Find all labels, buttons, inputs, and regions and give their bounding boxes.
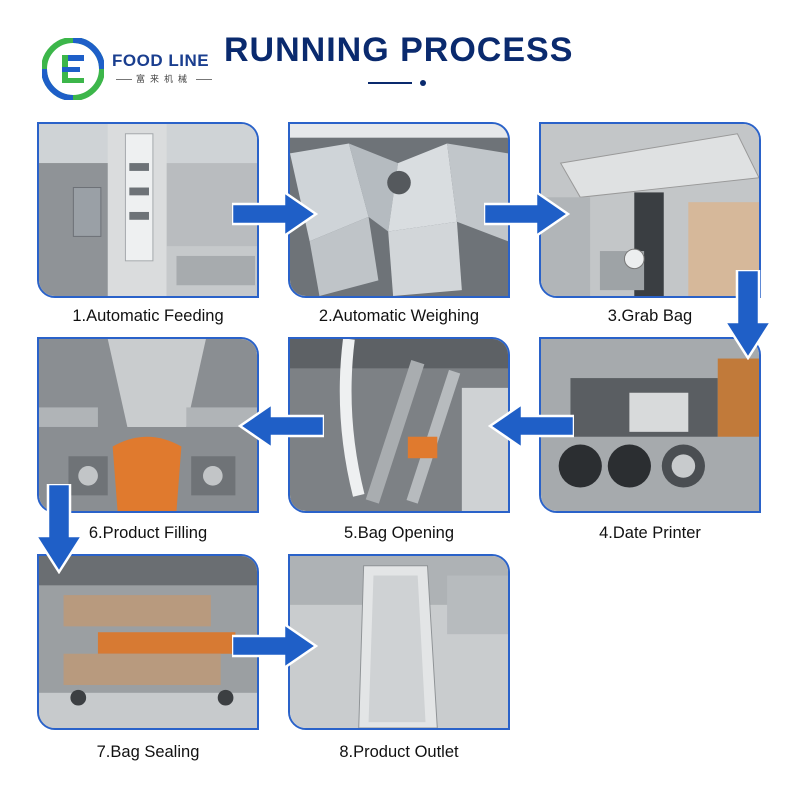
step-2-label: 2.Automatic Weighing [318,307,480,325]
step-7-image [37,554,259,730]
arrow-right-icon [484,190,570,238]
brand-subtitle: 富来机械 [112,74,216,84]
step-6-label: 6.Product Filling [88,524,208,542]
step-1-label: 1.Automatic Feeding [72,307,224,325]
title-underline-decoration [368,80,428,86]
step-6-image [37,337,259,513]
arrow-left-icon [238,402,324,450]
step-2-image [288,122,510,298]
page-title: RUNNING PROCESS [224,31,574,69]
step-7-label: 7.Bag Sealing [96,743,200,761]
step-1-image [37,122,259,298]
arrow-down-icon [34,484,84,574]
step-5-label: 5.Bag Opening [343,524,455,542]
arrow-down-icon [723,270,773,360]
arrow-right-icon [232,190,318,238]
step-3-image [539,122,761,298]
arrow-right-icon [232,622,318,670]
step-5-image [288,337,510,513]
food-line-logo-icon [41,37,105,101]
step-8-image [288,554,510,730]
step-8-label: 8.Product Outlet [339,743,459,761]
step-4-label: 4.Date Printer [599,524,701,542]
brand-name: FOOD LINE [112,51,210,70]
brand: FOOD LINE 富来机械 [112,51,216,85]
step-4-image [539,337,761,513]
step-3-label: 3.Grab Bag [607,307,693,325]
arrow-left-icon [488,402,574,450]
